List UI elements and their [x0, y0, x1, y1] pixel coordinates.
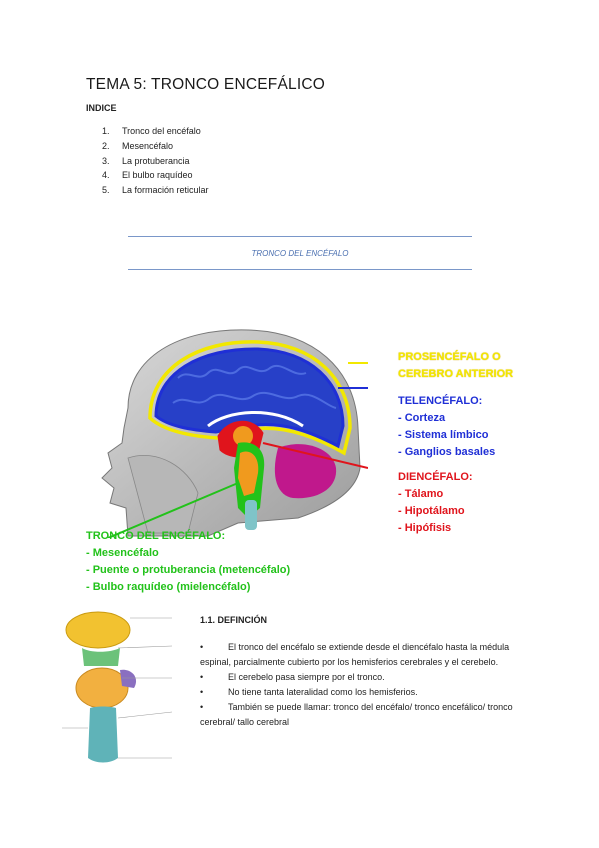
- toc-number: 3.: [102, 155, 110, 166]
- bullet-icon: •: [200, 687, 204, 697]
- label-tronco: TRONCO DEL ENCÉFALO: - Mesencéfalo - Pue…: [86, 528, 290, 596]
- tronco-pointer: [107, 482, 239, 538]
- toc-label: La protuberancia: [122, 155, 190, 166]
- definition-item: •También se puede llamar: tronco del enc…: [200, 700, 530, 730]
- toc-item: 4. El bulbo raquídeo: [102, 168, 209, 183]
- pons-orange: [75, 667, 129, 709]
- label-line: - Hipotálamo: [398, 505, 465, 517]
- label-diencefalo: DIENCÉFALO: - Tálamo - Hipotálamo - Hipó…: [398, 469, 473, 537]
- label-line: TRONCO DEL ENCÉFALO:: [86, 530, 226, 542]
- label-prosencefalo: PROSENCÉFALO O CEREBRO ANTERIOR: [398, 349, 513, 383]
- bullet-icon: •: [200, 642, 204, 652]
- yellow-outline: [148, 340, 352, 456]
- label-line: - Corteza: [398, 412, 446, 424]
- toc-number: 2.: [102, 140, 110, 151]
- toc-label: Mesencéfalo: [122, 140, 174, 151]
- index-heading: INDICE: [86, 103, 117, 113]
- gyri-detail: [172, 365, 337, 409]
- label-line: PROSENCÉFALO O: [398, 351, 501, 363]
- toc-number: 5.: [102, 185, 110, 196]
- label-line: - Mesencéfalo: [86, 547, 159, 559]
- label-line: - Puente o protuberancia (metencéfalo): [86, 564, 291, 576]
- label-line: TELENCÉFALO:: [398, 395, 483, 407]
- leader-line: [117, 711, 173, 719]
- thalamus-yellow: [65, 611, 131, 649]
- bullet-icon: •: [200, 672, 204, 682]
- label-line: - Bulbo raquídeo (mielencéfalo): [86, 581, 251, 593]
- section-rule-bottom: [128, 269, 472, 270]
- label-telencefalo: TELENCÉFALO: - Corteza - Sistema límbico…: [398, 393, 495, 461]
- section-heading: TRONCO DEL ENCÉFALO: [251, 249, 349, 258]
- toc-number: 4.: [102, 170, 110, 181]
- toc-label: La formación reticular: [122, 185, 209, 196]
- definition-heading: 1.1. DEFINCIÓN: [200, 615, 268, 625]
- definition-item: • El cerebelo pasa siempre por el tronco.: [200, 670, 530, 685]
- label-line: CEREBRO ANTERIOR: [398, 368, 514, 380]
- midbrain-green: [82, 648, 120, 666]
- diencefalo-pointer: [262, 442, 368, 469]
- face-detail: [127, 455, 199, 534]
- medulla-teal: [88, 706, 118, 763]
- label-line: - Hipófisis: [398, 522, 452, 534]
- label-line: - Ganglios basales: [398, 446, 496, 458]
- cerebellar-peduncle-purple: [120, 669, 137, 688]
- thalamus-orange: [233, 426, 253, 446]
- pons-orange: [238, 451, 259, 496]
- definition-text: El cerebelo pasa siempre por el tronco.: [228, 672, 385, 682]
- toc-item: 1. Tronco del encéfalo: [102, 124, 209, 139]
- definition-item: •El tronco del encéfalo se extiende desd…: [200, 640, 530, 670]
- label-line: - Tálamo: [398, 488, 444, 500]
- section-rule-top: [128, 236, 472, 237]
- toc-item: 2. Mesencéfalo: [102, 139, 209, 154]
- definition-text: También se puede llamar: tronco del encé…: [200, 702, 513, 727]
- definition-text: El tronco del encéfalo se extiende desde…: [200, 642, 510, 667]
- toc-label: Tronco del encéfalo: [122, 126, 201, 136]
- label-line: - Sistema límbico: [398, 429, 489, 441]
- corpus-callosum: [207, 410, 304, 428]
- brain-sagittal-illustration: [101, 329, 368, 538]
- leader-line: [117, 645, 173, 649]
- toc-item: 3. La protuberancia: [102, 154, 209, 169]
- label-line: DIENCÉFALO:: [398, 471, 473, 483]
- definition-list: •El tronco del encéfalo se extiende desd…: [200, 640, 530, 730]
- page-title: TEMA 5: TRONCO ENCEFÁLICO: [86, 76, 325, 93]
- brainstem-anatomy-illustration: [62, 611, 173, 763]
- toc-label: El bulbo raquídeo: [122, 170, 193, 181]
- bullet-icon: •: [200, 702, 204, 712]
- toc-item: 5. La formación reticular: [102, 183, 209, 198]
- medulla-teal: [245, 500, 257, 530]
- definition-item: • No tiene tanta lateralidad como los hem…: [200, 685, 530, 700]
- toc-number: 1.: [102, 126, 110, 136]
- table-of-contents: 1. Tronco del encéfalo 2. Mesencéfalo 3. La…: [102, 124, 209, 198]
- definition-text: No tiene tanta lateralidad como los hemi…: [228, 687, 418, 697]
